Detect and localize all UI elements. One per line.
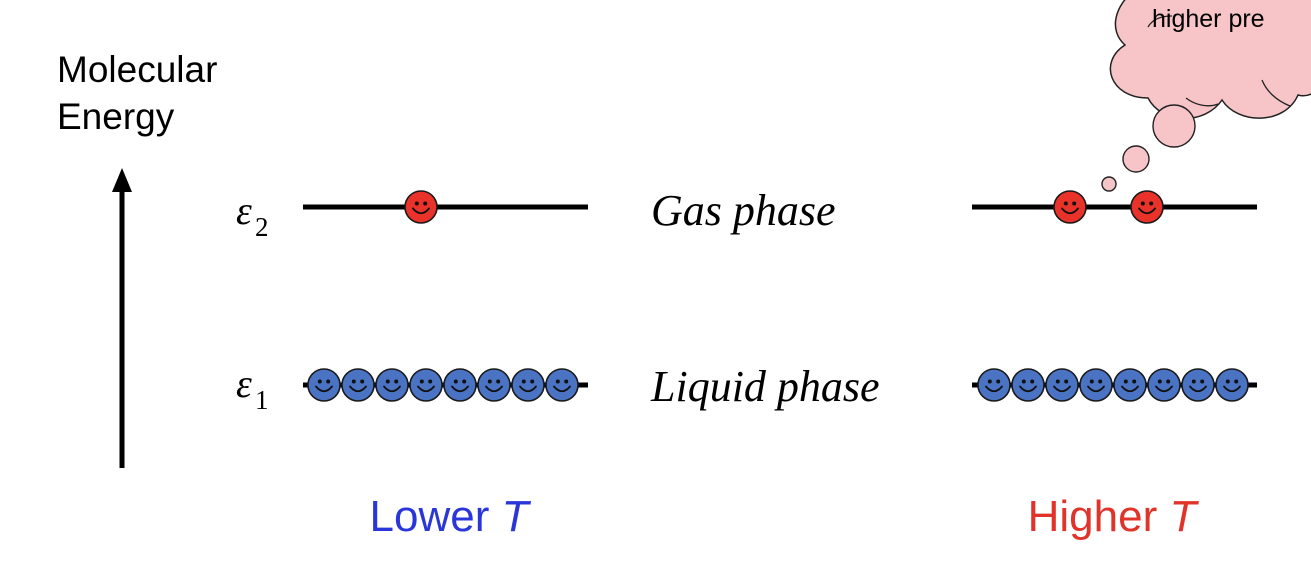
gas-molecule <box>404 190 438 224</box>
lower-t-label-text: Lower <box>370 492 502 541</box>
level-label-e2: ε 2 <box>236 188 269 242</box>
level-e2-subscript: 2 <box>255 212 269 242</box>
lower-t-label: Lower T <box>370 492 532 541</box>
liquid-molecule <box>1113 368 1147 402</box>
liquid-molecule <box>375 368 409 402</box>
lower-t-panel <box>303 190 588 402</box>
lower-t-gas-molecules <box>404 190 438 224</box>
thought-bubble-text: higher pre <box>1152 5 1265 33</box>
thought-bubble: higher pre <box>1101 0 1311 192</box>
level-e1-symbol: ε <box>236 361 252 406</box>
liquid-molecule <box>1045 368 1079 402</box>
liquid-molecule <box>1079 368 1113 402</box>
higher-t-panel <box>972 190 1257 402</box>
liquid-molecule <box>545 368 579 402</box>
higher-t-label: Higher T <box>1028 492 1200 541</box>
energy-axis-arrow <box>112 168 132 468</box>
liquid-phase-label: Liquid phase <box>650 362 880 411</box>
axis-label-line1: Molecular <box>57 49 217 90</box>
liquid-molecule <box>1011 368 1045 402</box>
gas-phase-label: Gas phase <box>651 186 836 235</box>
liquid-molecule <box>341 368 375 402</box>
liquid-molecule <box>409 368 443 402</box>
liquid-molecule <box>977 368 1011 402</box>
liquid-molecule <box>1181 368 1215 402</box>
liquid-molecule <box>443 368 477 402</box>
axis-label-line2: Energy <box>57 96 175 137</box>
thought-dot-small <box>1101 176 1117 192</box>
gas-molecule <box>1130 190 1164 224</box>
lower-t-liquid-molecules <box>307 368 579 402</box>
liquid-molecule <box>1147 368 1181 402</box>
level-e1-subscript: 1 <box>255 385 269 415</box>
liquid-molecule <box>477 368 511 402</box>
higher-t-gas-molecules <box>1053 190 1164 224</box>
liquid-molecule <box>1215 368 1249 402</box>
thought-dot-medium <box>1122 145 1150 173</box>
gas-molecule <box>1053 190 1087 224</box>
liquid-molecule <box>511 368 545 402</box>
higher-t-label-text: Higher <box>1028 492 1170 541</box>
level-label-e1: ε 1 <box>236 361 269 415</box>
lower-t-label-var: T <box>502 492 532 541</box>
thought-dot-large <box>1152 104 1196 148</box>
higher-t-label-var: T <box>1169 492 1199 541</box>
higher-t-liquid-molecules <box>977 368 1249 402</box>
liquid-molecule <box>307 368 341 402</box>
level-e2-symbol: ε <box>236 188 252 233</box>
